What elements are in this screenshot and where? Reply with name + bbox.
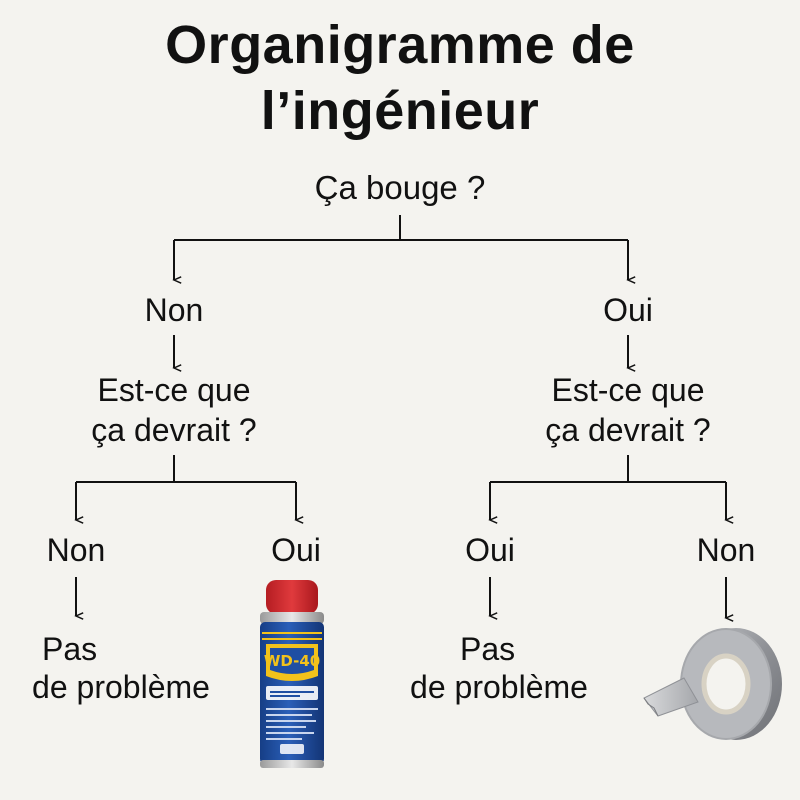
right-result-line-2: de problème (410, 669, 588, 705)
left-no-result: Pas de problème (6, 630, 236, 706)
right-question-line-1: Est-ce que (551, 372, 705, 408)
title-line-2: l’ingénieur (260, 81, 540, 141)
left-result-line-1: Pas (42, 631, 98, 667)
right-result-line-1: Pas (460, 631, 516, 667)
left-yes-answer: Oui (271, 532, 321, 568)
right-question: Est-ce que ça devrait ? (518, 370, 738, 450)
right-no-answer: Non (696, 532, 756, 568)
left-question: Est-ce que ça devrait ? (64, 370, 284, 450)
left-no-answer: Non (46, 532, 106, 568)
wd40-spray-can-icon: WD-40 (260, 580, 324, 768)
right-question-line-2: ça devrait ? (545, 412, 711, 448)
left-result-line-2: de problème (32, 669, 210, 705)
right-yes-answer: Oui (465, 532, 515, 568)
duct-tape-roll-icon (643, 628, 782, 740)
left-answer-non: Non (144, 292, 204, 328)
diagram-title: Organigramme de l’ingénieur (0, 12, 800, 144)
title-line-1: Organigramme de (165, 15, 635, 75)
left-question-line-2: ça devrait ? (91, 412, 257, 448)
right-answer-oui: Oui (603, 292, 653, 328)
right-yes-result: Pas de problème (384, 630, 614, 706)
can-label: WD-40 (264, 652, 320, 670)
left-question-line-1: Est-ce que (97, 372, 251, 408)
root-question: Ça bouge ? (314, 169, 486, 206)
